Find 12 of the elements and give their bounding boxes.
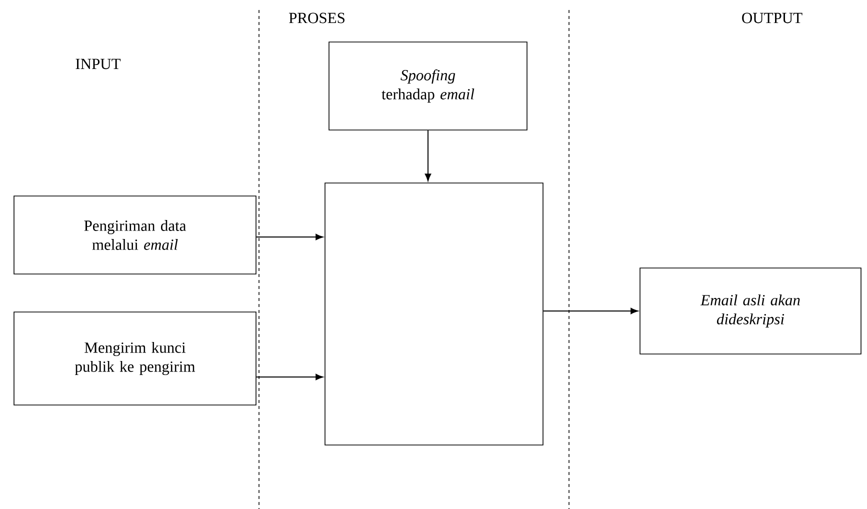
arrow bbox=[542, 308, 638, 314]
empty-box bbox=[324, 182, 544, 446]
column-heading: INPUT bbox=[76, 58, 121, 70]
column-heading: PROSES bbox=[289, 12, 344, 24]
process-box: Email asli akan dideskripsi bbox=[640, 268, 862, 354]
arrow bbox=[256, 374, 324, 380]
column-heading: OUTPUT bbox=[742, 12, 802, 24]
arrow bbox=[424, 130, 432, 182]
process-box: Pengiriman data melalui email bbox=[14, 196, 256, 274]
process-box: Mengirim kunci publik ke pengirim bbox=[14, 312, 256, 406]
arrow bbox=[256, 234, 324, 240]
process-box: Spoofing terhadap email bbox=[328, 42, 528, 130]
